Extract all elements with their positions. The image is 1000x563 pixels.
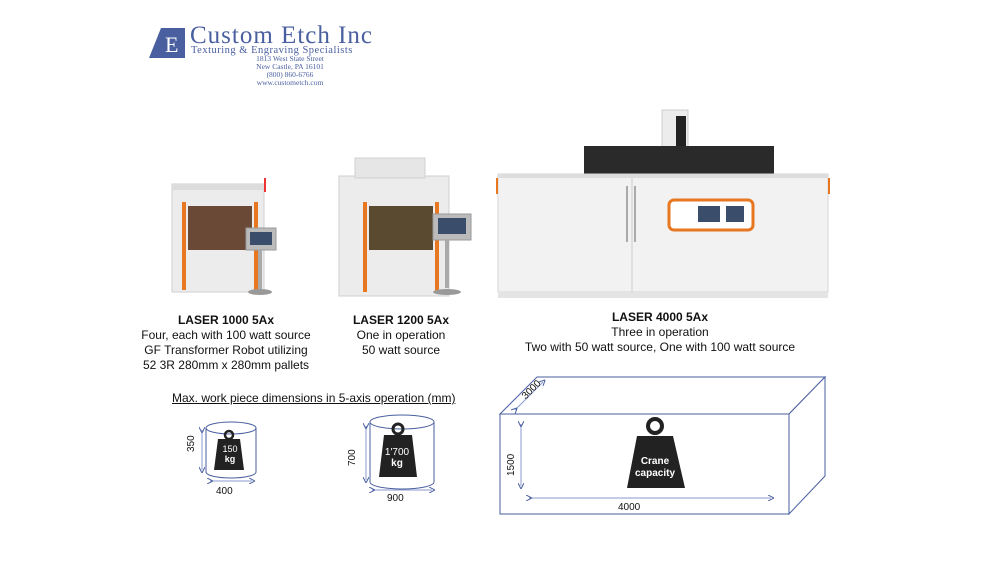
piece-2-width: 900 xyxy=(387,493,404,504)
address-line: (800) 860-6766 xyxy=(266,70,314,79)
piece-2-height: 700 xyxy=(347,449,358,466)
piece-1-drum xyxy=(196,421,257,488)
piece-2-drum xyxy=(362,414,442,496)
weight-unit: kg xyxy=(224,454,236,464)
crane-label-line: capacity xyxy=(634,468,676,479)
crane-label-line: Crane xyxy=(640,456,670,467)
crane-capacity-label: Crane capacity xyxy=(630,456,680,480)
piece-1-height: 350 xyxy=(186,435,197,452)
box-height: 1500 xyxy=(506,453,517,476)
laser-1000-image xyxy=(171,178,277,295)
weight-value: 1'700 xyxy=(384,447,410,458)
laser-4000-image xyxy=(496,109,830,298)
piece-1-weight: 150 kg xyxy=(219,444,241,464)
machine-title: LASER 4000 5Ax xyxy=(611,310,709,324)
machine-detail: Four, each with 100 watt source xyxy=(141,328,311,342)
laser-1200-image xyxy=(338,157,472,297)
laser-1200-caption: LASER 1200 5Ax One in operation 50 watt … xyxy=(336,313,466,358)
machine-detail: 50 watt source xyxy=(361,343,441,357)
weight-value: 150 xyxy=(222,444,238,454)
company-tagline: Texturing & Engraving Specialists xyxy=(191,45,353,56)
address-line: New Castle, PA 16101 xyxy=(256,62,324,71)
weight-unit: kg xyxy=(391,458,403,469)
dimensions-heading: Max. work piece dimensions in 5-axis ope… xyxy=(172,391,456,405)
machine-detail: GF Transformer Robot utilizing xyxy=(144,343,308,357)
machine-detail: Two with 50 watt source, One with 100 wa… xyxy=(524,340,796,354)
laser-1000-caption: LASER 1000 5Ax Four, each with 100 watt … xyxy=(126,313,326,373)
address-line: 1813 West State Street xyxy=(256,54,324,63)
machine-detail: 52 3R 280mm x 280mm pallets xyxy=(142,358,310,372)
piece-1-width: 400 xyxy=(216,486,233,497)
box-width: 4000 xyxy=(618,502,641,513)
piece-2-weight: 1'700 kg xyxy=(381,447,413,469)
company-address: 1813 West State Street New Castle, PA 16… xyxy=(240,55,340,87)
machine-title: LASER 1200 5Ax xyxy=(352,313,450,327)
crane-capacity-box xyxy=(498,375,827,516)
machine-detail: Three in operation xyxy=(611,325,709,339)
machine-title: LASER 1000 5Ax xyxy=(177,313,275,327)
svg-text:E: E xyxy=(165,32,178,57)
machine-detail: One in operation xyxy=(356,328,446,342)
laser-4000-caption: LASER 4000 5Ax Three in operation Two wi… xyxy=(510,310,810,355)
address-line: www.custometch.com xyxy=(256,78,324,87)
company-name: Custom Etch Inc xyxy=(190,22,374,49)
custom-etch-logo-icon: E xyxy=(149,28,185,58)
